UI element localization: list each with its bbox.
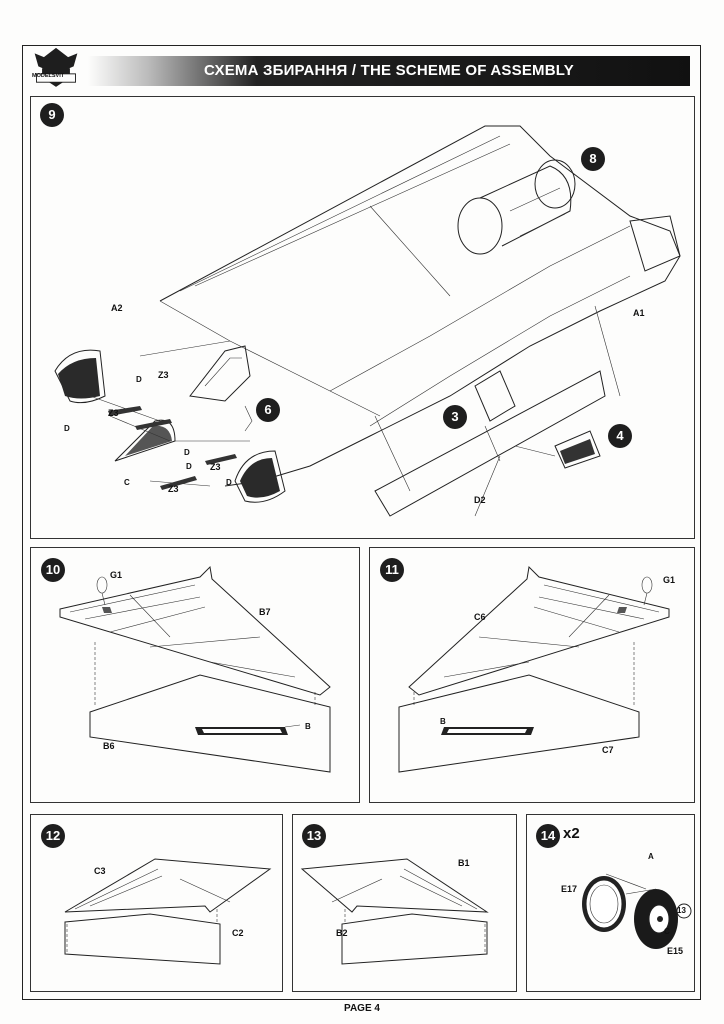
part-label-z3-a: Z3 <box>158 370 169 380</box>
glue-pin-d-1: D <box>136 375 142 384</box>
header-bar <box>88 56 690 86</box>
step-12-badge: 12 <box>41 824 65 848</box>
glue-pin-d-2: D <box>64 424 70 433</box>
part-label-e17: E17 <box>561 884 578 894</box>
ref-badge-4: 4 <box>608 424 632 448</box>
glue-pin-c-wheel: C <box>664 927 670 936</box>
glue-pin-d-5: D <box>186 462 192 471</box>
wheel-assembly-drawing <box>582 873 692 949</box>
ref-label-13: 13 <box>677 906 686 915</box>
part-label-a2: A2 <box>111 303 123 313</box>
fuselage-assembly-drawing <box>54 125 681 517</box>
step-14-panel <box>526 814 695 992</box>
part-label-g1-right: G1 <box>663 575 676 585</box>
page-title: СХЕМА ЗБИРАННЯ / THE SCHEME OF ASSEMBLY <box>204 62 574 79</box>
ref-badge-6: 6 <box>256 398 280 422</box>
part-label-a1: A1 <box>633 308 645 318</box>
glue-pin-b-right: B <box>440 717 446 726</box>
page-number: PAGE 4 <box>344 1003 380 1014</box>
part-label-b7: B7 <box>259 607 271 617</box>
step-13-badge: 13 <box>302 824 326 848</box>
step-12-panel <box>30 814 283 992</box>
modelsvit-logo <box>34 47 78 87</box>
step-11-badge: 11 <box>380 558 404 582</box>
ref-badge-3: 3 <box>443 405 467 429</box>
step-9-panel <box>30 96 695 539</box>
step-14-badge: 14 <box>536 824 560 848</box>
part-label-e15: E15 <box>667 946 684 956</box>
part-label-c3: C3 <box>94 866 106 876</box>
part-label-c6: C6 <box>474 612 486 622</box>
wing-right-drawing <box>398 565 670 773</box>
glue-pin-c: C <box>124 478 130 487</box>
part-label-z3-b: Z3 <box>108 408 119 418</box>
part-label-g1: G1 <box>110 570 123 580</box>
step-11-panel <box>369 547 695 803</box>
part-label-b1: B1 <box>458 858 470 868</box>
page-frame <box>22 45 701 1000</box>
part-label-c7: C7 <box>602 745 614 755</box>
part-label-z3-c: Z3 <box>210 462 221 472</box>
fin-right-drawing <box>300 858 489 965</box>
glue-pin-a: A <box>648 852 654 861</box>
part-label-b2: B2 <box>336 928 348 938</box>
part-label-b6: B6 <box>103 741 115 751</box>
fin-left-drawing <box>64 858 272 965</box>
ref-badge-8: 8 <box>581 147 605 171</box>
step-10-badge: 10 <box>41 558 65 582</box>
step-10-panel <box>30 547 360 803</box>
glue-pin-d-3: D <box>184 448 190 457</box>
glue-pin-b: B <box>305 722 311 731</box>
part-label-d2: D2 <box>474 495 486 505</box>
part-label-z3-d: Z3 <box>168 484 179 494</box>
step-9-badge: 9 <box>40 103 64 127</box>
part-label-c2: C2 <box>232 928 244 938</box>
wing-left-drawing <box>59 565 331 773</box>
logo-text: MODELSVIT <box>32 73 65 79</box>
glue-pin-d-4: D <box>226 478 232 487</box>
step-13-panel <box>292 814 517 992</box>
step-14-multiplier: x2 <box>563 825 580 842</box>
